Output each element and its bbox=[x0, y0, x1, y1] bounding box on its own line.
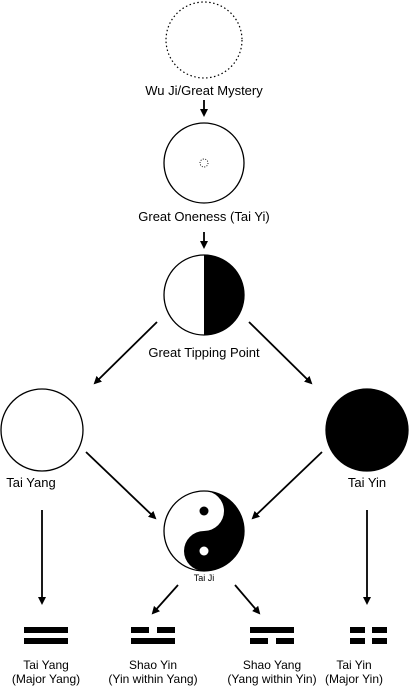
trigram-shao-yin-symbol bbox=[131, 627, 175, 644]
trigram-label-shao-yang: Shao Yang (Yang within Yin) bbox=[217, 658, 327, 686]
label-great-oneness: Great Oneness (Tai Yi) bbox=[138, 209, 270, 224]
great-oneness-dot bbox=[199, 158, 209, 168]
label-wu-ji: Wu Ji/Great Mystery bbox=[145, 83, 263, 98]
label-great-tipping-point: Great Tipping Point bbox=[148, 345, 260, 360]
trigram-name: Tai Yin bbox=[336, 658, 372, 672]
tai-yin-circle bbox=[325, 388, 409, 472]
tai-yang-circle bbox=[0, 388, 84, 472]
trigram-label-shao-yin: Shao Yin (Yin within Yang) bbox=[98, 658, 208, 686]
wu-ji-circle bbox=[165, 1, 243, 79]
arrow-tipping-to-taiyin bbox=[248, 321, 313, 385]
tai-ji-yin-yang bbox=[163, 490, 245, 572]
arrow-taiyang-to-taiji bbox=[85, 451, 157, 520]
trigram-name: Shao Yang bbox=[242, 658, 302, 672]
great-oneness-circle bbox=[163, 122, 245, 204]
arrow-taiyin-to-taiji bbox=[251, 451, 323, 520]
arrow-taiji-to-shaoyang bbox=[234, 584, 261, 615]
label-tai-yang: Tai Yang bbox=[6, 475, 56, 490]
trigram-label-tai-yang: Tai Yang (Major Yang) bbox=[0, 658, 101, 686]
label-tai-yin: Tai Yin bbox=[347, 475, 387, 490]
arrow-taiji-to-shaoyin bbox=[151, 584, 179, 615]
trigram-name: Shao Yin bbox=[128, 658, 178, 672]
trigram-shao-yang-symbol bbox=[250, 627, 294, 644]
trigram-tai-yang-symbol bbox=[24, 627, 68, 644]
trigram-sub: (Yin within Yang) bbox=[108, 672, 198, 686]
trigram-name: Tai Yang bbox=[23, 658, 69, 672]
label-tai-ji: Tai Ji bbox=[193, 573, 215, 583]
trigram-sub: (Yang within Yin) bbox=[227, 672, 317, 686]
trigram-sub: (Major Yang) bbox=[11, 672, 81, 686]
arrow-tipping-to-taiyang bbox=[93, 321, 158, 385]
trigram-label-tai-yin: Tai Yin (Major Yin) bbox=[299, 658, 409, 686]
tipping-point-circle bbox=[163, 254, 245, 336]
trigram-sub: (Major Yin) bbox=[324, 672, 383, 686]
trigram-tai-yin-symbol bbox=[350, 627, 387, 644]
